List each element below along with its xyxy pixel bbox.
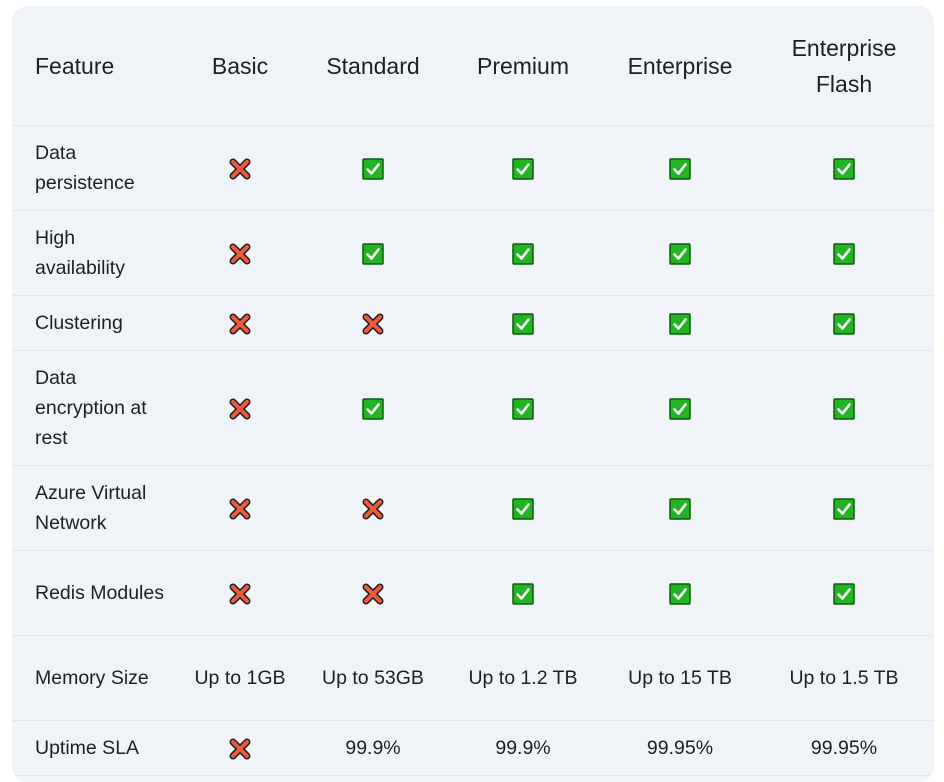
check-cell: [440, 295, 606, 351]
feature-label: Data persistence: [12, 125, 174, 211]
feature-label: High availability: [12, 210, 174, 296]
check-cell: [754, 210, 934, 296]
cross-cell: [174, 550, 306, 636]
check-icon: [512, 313, 534, 335]
cross-cell: [174, 295, 306, 351]
value-cell: 99.95%: [754, 720, 934, 776]
cross-cell: [306, 465, 440, 551]
table-row: Azure Virtual Network: [12, 465, 934, 551]
value-cell: Up to 1.5 TB: [754, 635, 934, 721]
check-icon: [669, 583, 691, 605]
check-cell: [606, 465, 754, 551]
check-cell: [754, 550, 934, 636]
check-icon: [512, 398, 534, 420]
header-premium: Premium: [440, 6, 606, 126]
cross-icon: [229, 398, 251, 420]
check-cell: [306, 125, 440, 211]
table-header-row: Feature Basic Standard Premium Enterpris…: [12, 6, 934, 126]
feature-label: Redis Modules: [12, 550, 174, 636]
header-feature: Feature: [12, 6, 174, 126]
check-icon: [362, 243, 384, 265]
check-icon: [669, 313, 691, 335]
cross-cell: [306, 295, 440, 351]
table-row: Data encryption at rest: [12, 350, 934, 466]
check-icon: [833, 243, 855, 265]
check-cell: [606, 295, 754, 351]
value-cell: 99.9%: [440, 720, 606, 776]
check-cell: [440, 550, 606, 636]
check-icon: [833, 158, 855, 180]
check-cell: [754, 350, 934, 466]
value-cell: Up to 1.2 TB: [440, 635, 606, 721]
check-icon: [833, 498, 855, 520]
header-standard: Standard: [306, 6, 440, 126]
check-cell: [754, 465, 934, 551]
feature-label: Clustering: [12, 295, 174, 351]
table-row: Clustering: [12, 295, 934, 351]
value-cell: 99.95%: [606, 720, 754, 776]
check-icon: [833, 583, 855, 605]
comparison-card: Feature Basic Standard Premium Enterpris…: [12, 6, 934, 782]
check-icon: [512, 498, 534, 520]
feature-comparison-table: Feature Basic Standard Premium Enterpris…: [12, 6, 934, 776]
feature-label: Azure Virtual Network: [12, 465, 174, 551]
value-cell: Up to 53GB: [306, 635, 440, 721]
header-enterprise-flash: Enterprise Flash: [754, 6, 934, 126]
check-cell: [306, 350, 440, 466]
value-cell: Up to 1GB: [174, 635, 306, 721]
check-icon: [833, 313, 855, 335]
cross-icon: [229, 738, 251, 760]
value-cell: Up to 15 TB: [606, 635, 754, 721]
check-cell: [440, 350, 606, 466]
check-cell: [606, 350, 754, 466]
cross-icon: [362, 313, 384, 335]
cross-icon: [229, 313, 251, 335]
table-row: Redis Modules: [12, 550, 934, 636]
check-icon: [512, 158, 534, 180]
check-cell: [754, 295, 934, 351]
check-icon: [362, 158, 384, 180]
cross-cell: [174, 465, 306, 551]
cross-icon: [229, 243, 251, 265]
check-cell: [606, 550, 754, 636]
check-cell: [606, 210, 754, 296]
cross-cell: [306, 550, 440, 636]
check-icon: [512, 583, 534, 605]
feature-label: Data encryption at rest: [12, 350, 174, 466]
check-cell: [606, 125, 754, 211]
cross-cell: [174, 125, 306, 211]
cross-icon: [229, 583, 251, 605]
cross-icon: [229, 158, 251, 180]
header-enterprise: Enterprise: [606, 6, 754, 126]
check-cell: [306, 210, 440, 296]
check-icon: [833, 398, 855, 420]
check-cell: [440, 210, 606, 296]
check-cell: [440, 125, 606, 211]
check-icon: [669, 158, 691, 180]
cross-cell: [174, 350, 306, 466]
cross-icon: [229, 498, 251, 520]
cross-cell: [174, 720, 306, 776]
cross-icon: [362, 498, 384, 520]
check-cell: [754, 125, 934, 211]
check-icon: [512, 243, 534, 265]
check-icon: [362, 398, 384, 420]
check-icon: [669, 243, 691, 265]
table-row: Data persistence: [12, 125, 934, 211]
check-icon: [669, 398, 691, 420]
feature-label: Uptime SLA: [12, 720, 174, 776]
header-basic: Basic: [174, 6, 306, 126]
cross-cell: [174, 210, 306, 296]
table-row: High availability: [12, 210, 934, 296]
value-cell: 99.9%: [306, 720, 440, 776]
check-cell: [440, 465, 606, 551]
feature-label: Memory Size: [12, 635, 174, 721]
check-icon: [669, 498, 691, 520]
cross-icon: [362, 583, 384, 605]
